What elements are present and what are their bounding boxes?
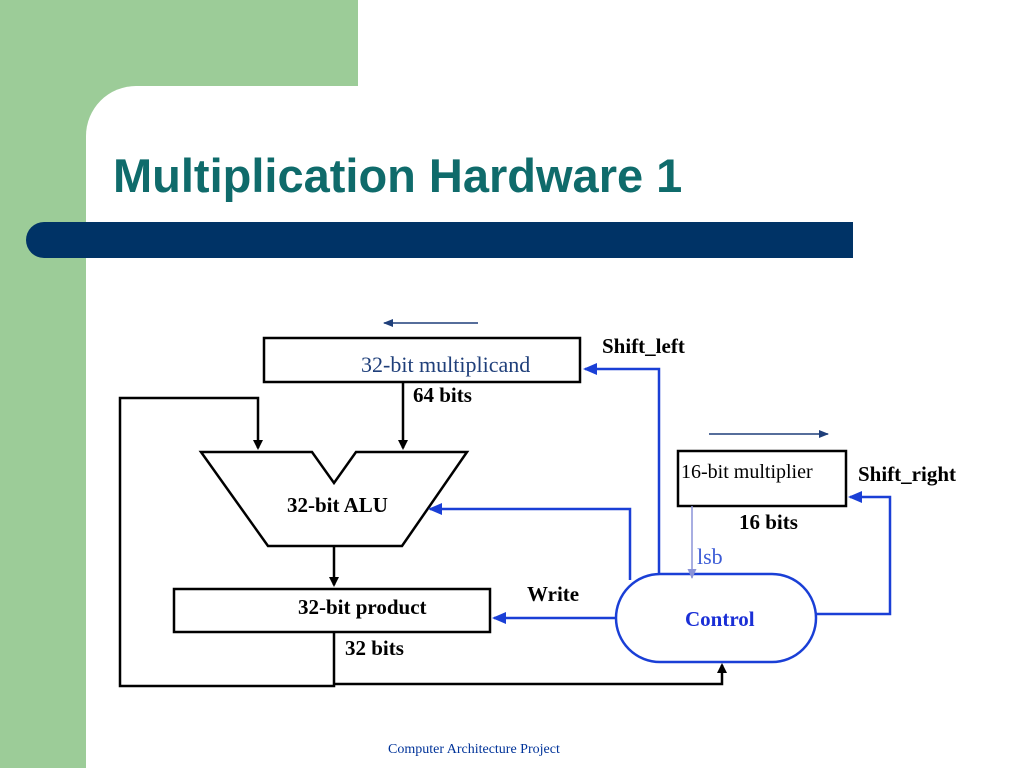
shift-right-control-line (816, 491, 892, 616)
footer-text: Computer Architecture Project (388, 742, 560, 757)
control-label: Control (685, 607, 755, 631)
alu-control-line (428, 503, 632, 580)
product-register (172, 587, 492, 634)
product-width-label: 32 bits (345, 636, 404, 660)
product-label: 32-bit product (298, 595, 427, 619)
shift-left-control-line (583, 363, 661, 574)
multiplicand-width-label: 64 bits (413, 383, 472, 407)
product-feedback-wire (118, 396, 336, 688)
alu-label: 32-bit ALU (287, 493, 388, 517)
content-panel (86, 86, 1024, 768)
multiplicand-register (262, 336, 582, 384)
background-green-strip (0, 0, 86, 768)
lsb-label: lsb (697, 544, 723, 569)
multiplier-width-label: 16 bits (739, 510, 798, 534)
multiplier-label: 16-bit multiplier (681, 461, 813, 483)
product-to-control-wire (334, 663, 727, 686)
multiplier-register (676, 449, 848, 508)
alu-block (198, 450, 470, 548)
title-underline-bar (26, 222, 853, 258)
multiplicand-label: 32-bit multiplicand (361, 352, 531, 377)
write-label: Write (527, 582, 580, 606)
shift-left-label: Shift_left (602, 334, 685, 358)
shift-right-label: Shift_right (858, 462, 957, 486)
slide-title: Multiplication Hardware 1 (113, 149, 683, 202)
